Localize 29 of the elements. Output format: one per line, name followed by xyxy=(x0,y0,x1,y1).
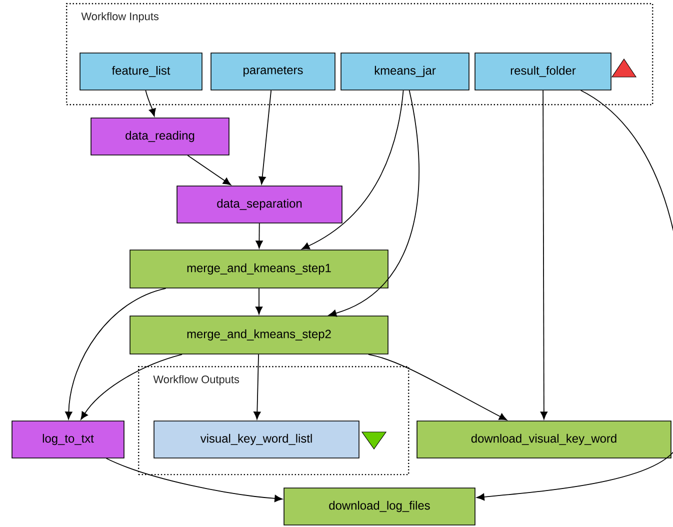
process-box: parameters xyxy=(210,52,336,90)
arrow xyxy=(80,354,183,420)
process-box: visual_key_word_listl xyxy=(154,420,360,458)
group-title: Workflow Inputs xyxy=(81,12,159,22)
arrow xyxy=(145,90,156,117)
arrow xyxy=(302,90,404,250)
process-box: feature_list xyxy=(80,52,202,90)
process-box: log_to_txt xyxy=(12,420,124,458)
arrow xyxy=(106,458,282,502)
process-box: kmeans_jar xyxy=(340,52,470,90)
process-box: download_log_files xyxy=(284,488,476,526)
group-frame xyxy=(66,3,654,106)
process-box: merge_and_kmeans_step2 xyxy=(130,316,388,354)
process-box: result_folder xyxy=(474,52,612,90)
arrow xyxy=(255,288,263,314)
process-box: merge_and_kmeans_step1 xyxy=(130,250,388,288)
group-title: Workflow Outputs xyxy=(153,375,240,386)
process-box: download_visual_key_word xyxy=(416,420,672,458)
arrow xyxy=(65,288,166,420)
arrow xyxy=(254,354,261,420)
arrow xyxy=(187,154,231,186)
process-box: data_separation xyxy=(176,186,342,224)
process-box: data_reading xyxy=(90,118,230,156)
arrow xyxy=(368,354,507,420)
arrow xyxy=(258,90,272,184)
arrow xyxy=(256,222,263,248)
group-frame xyxy=(138,366,410,476)
arrow xyxy=(540,90,548,420)
arrow xyxy=(328,90,420,317)
